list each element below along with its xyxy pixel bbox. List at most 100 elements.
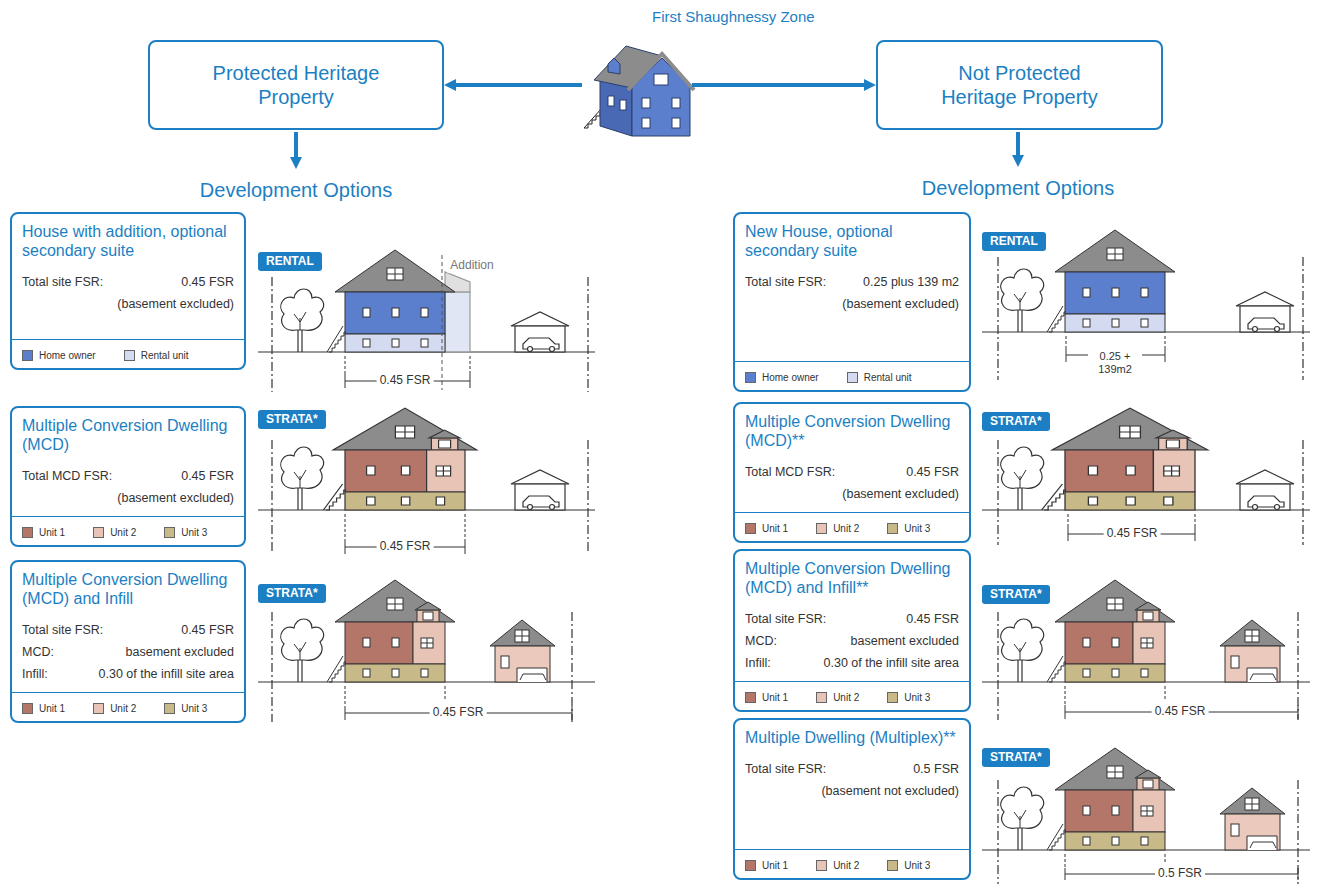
legend-text: Unit 3 — [181, 527, 207, 538]
value-row: Total site FSR:0.45 FSR — [22, 622, 234, 639]
legend-text: Unit 1 — [762, 860, 788, 871]
value-row: Infill: 0.30 of the infill site area — [22, 666, 234, 683]
legend-row: Home owner Rental unit — [22, 350, 238, 361]
tree — [281, 619, 324, 682]
legend-swatch — [887, 692, 898, 703]
tenure-tag: STRATA* — [258, 584, 326, 603]
tree — [281, 447, 324, 510]
value-text: 0.45 FSR — [906, 464, 959, 481]
legend-text: Unit 2 — [833, 692, 859, 703]
tag-text: STRATA* — [990, 587, 1042, 602]
legend-text: Unit 2 — [833, 523, 859, 534]
dimension-line — [345, 255, 470, 390]
value-row: Infill:0.30 of the infill site area — [745, 655, 959, 672]
value-row: (basement excluded) — [745, 486, 959, 503]
dimension-label: 0.45 FSR — [1152, 705, 1209, 719]
value-text: 0.30 of the infill site area — [99, 666, 235, 683]
value-row: MCD:basement excluded — [745, 633, 959, 650]
zone-title: First Shaughnessy Zone — [652, 8, 815, 25]
dimension-line — [345, 514, 465, 554]
legend-item: Rental unit — [847, 372, 912, 383]
legend-row: Unit 1Unit 2Unit 3 — [745, 860, 963, 871]
value-text: (basement excluded) — [117, 490, 234, 507]
legend-item: Home owner — [22, 350, 96, 361]
option-heading: New House, optional secondary suite — [745, 222, 959, 260]
flow-arrow — [451, 83, 582, 87]
annotation-label: Addition — [447, 259, 496, 273]
legend-item: Unit 1 — [22, 527, 65, 538]
legend-item: Unit 3 — [164, 703, 207, 714]
value-row: MCD: basement excluded — [22, 644, 234, 661]
tag-text: STRATA* — [990, 750, 1042, 765]
tenure-tag: STRATA* — [982, 585, 1050, 604]
legend-row: Unit 1 Unit 2 Unit 3 — [745, 692, 963, 703]
legend-text: Unit 3 — [904, 692, 930, 703]
legend-item: Unit 3 — [887, 523, 930, 534]
infill-house — [1220, 788, 1285, 850]
option-box: House with addition, optional secondary … — [10, 212, 246, 370]
legend-divider — [735, 681, 969, 682]
tree — [1001, 269, 1044, 332]
category-box: Not Protected Heritage Property — [876, 40, 1163, 130]
house — [1042, 408, 1208, 510]
legend-item: Rental unit — [124, 350, 189, 361]
dimension-label: 0.25 + 139m2 — [1088, 350, 1142, 375]
value-label: Total MCD FSR: — [22, 468, 112, 485]
garage — [511, 312, 569, 352]
value-text: 0.45 FSR — [181, 274, 234, 291]
value-text: (basement excluded) — [842, 296, 959, 313]
category-title: Not Protected Heritage Property — [925, 61, 1115, 109]
dimension-line — [1068, 514, 1195, 541]
legend-item: Unit 1 — [22, 703, 65, 714]
legend-text: Unit 3 — [904, 523, 930, 534]
section-heading: Development Options — [197, 179, 395, 202]
value-label: MCD: — [22, 644, 54, 661]
legend-divider — [735, 849, 969, 850]
legend-swatch — [124, 350, 135, 361]
legend-text: Unit 1 — [39, 703, 65, 714]
tag-text: RENTAL — [990, 234, 1038, 249]
legend-text: Unit 3 — [181, 703, 207, 714]
garage — [1236, 470, 1294, 510]
legend-text: Unit 2 — [833, 860, 859, 871]
infill-house — [490, 620, 555, 682]
category-box: Protected Heritage Property — [148, 40, 444, 130]
legend-swatch — [93, 527, 104, 538]
value-row: Total site FSR:0.45 FSR — [22, 274, 234, 291]
legend-item: Unit 1 — [745, 692, 788, 703]
legend-row: Unit 1Unit 2Unit 3 — [22, 527, 238, 538]
tree — [1001, 619, 1044, 682]
value-text: (basement excluded) — [842, 486, 959, 503]
option-box: Multiple Conversion Dwelling (MCD) and I… — [10, 560, 246, 723]
option-box: Multiple Conversion Dwelling (MCD) and I… — [733, 549, 971, 712]
legend-divider — [735, 512, 969, 513]
value-label: MCD: — [745, 633, 777, 650]
zone-house-icon — [584, 46, 694, 136]
flow-arrow — [692, 83, 869, 87]
legend-swatch — [816, 523, 827, 534]
legend-swatch — [887, 860, 898, 871]
dimension-label: 0.45 FSR — [430, 706, 487, 720]
tree — [281, 289, 324, 352]
legend-swatch — [164, 527, 175, 538]
legend-text: Unit 1 — [39, 527, 65, 538]
legend-swatch — [22, 350, 33, 361]
value-text: basement excluded — [126, 644, 234, 661]
value-row: Total site FSR:0.5 FSR — [745, 761, 959, 778]
tag-text: STRATA* — [990, 414, 1042, 429]
value-row: Total MCD FSR:0.45 FSR — [745, 464, 959, 481]
legend-swatch — [22, 703, 33, 714]
legend-text: Rental unit — [864, 372, 912, 383]
tag-text: STRATA* — [266, 586, 318, 601]
value-label: Infill: — [22, 666, 48, 683]
legend-swatch — [22, 527, 33, 538]
legend-text: Home owner — [39, 350, 96, 361]
legend-text: Unit 1 — [762, 523, 788, 534]
tree — [1001, 447, 1044, 510]
tree — [1001, 787, 1044, 850]
legend-divider — [12, 516, 244, 517]
option-box: Multiple Conversion Dwelling (MCD)Total … — [10, 406, 246, 547]
value-label: Total site FSR: — [22, 622, 103, 639]
legend-item: Unit 2 — [816, 692, 859, 703]
